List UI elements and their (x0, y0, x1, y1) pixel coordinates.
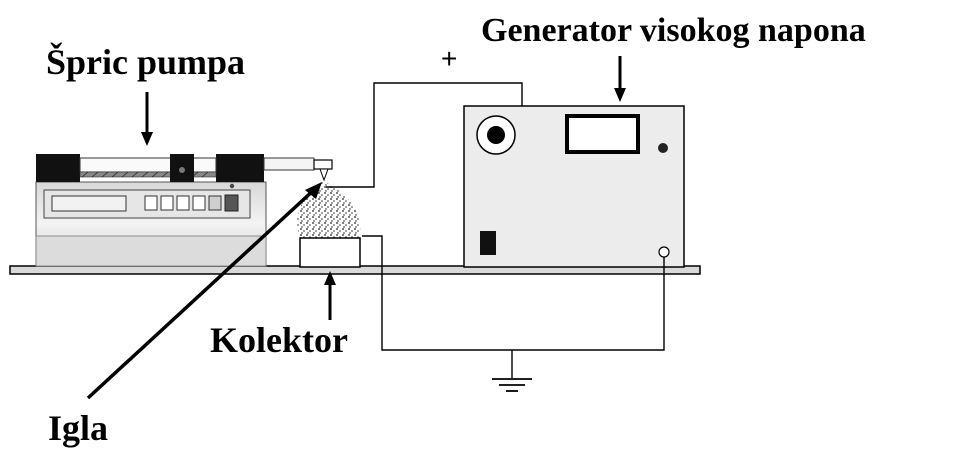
pump-display (51, 195, 127, 212)
pump-key (192, 195, 206, 211)
ground-terminal (658, 246, 670, 258)
syringe-tip-holder (263, 157, 315, 171)
needle-pointer-arrow (86, 182, 322, 400)
needle-label: Igla (48, 408, 109, 448)
pump-indicator (229, 183, 235, 189)
syringe-needle-hub (313, 159, 333, 170)
fiber-jet (296, 182, 361, 247)
pump-left-clamp (36, 154, 80, 182)
positive-polarity-label: + (441, 43, 458, 74)
pump-right-clamp (216, 154, 264, 182)
pump-key (160, 195, 174, 211)
pump-key (208, 195, 222, 211)
syringe-barrel (79, 157, 217, 173)
hv-generator-label: Generator visokog napona (481, 12, 866, 49)
pump-key (224, 194, 239, 212)
collector-plate (299, 237, 361, 268)
needle-tip (319, 168, 329, 182)
syringe-pump (35, 154, 333, 267)
syringe-pump-label: Špric pumpa (46, 42, 246, 82)
pump-key (144, 195, 158, 211)
hv-generator (463, 105, 685, 268)
pump-footer (35, 235, 267, 267)
ground-symbol-icon (492, 378, 532, 392)
pump-key (176, 195, 190, 211)
ground-wire (362, 235, 665, 351)
generator-switch (480, 231, 496, 255)
collector-label: Kolektor (210, 320, 348, 360)
pump-pointer-arrow (141, 92, 153, 146)
generator-pointer-arrow (614, 56, 626, 102)
voltage-meter-icon (565, 114, 640, 154)
hv-positive-wire (326, 82, 523, 188)
collector-pointer-arrow (324, 271, 336, 320)
generator-indicator-light (658, 143, 668, 153)
